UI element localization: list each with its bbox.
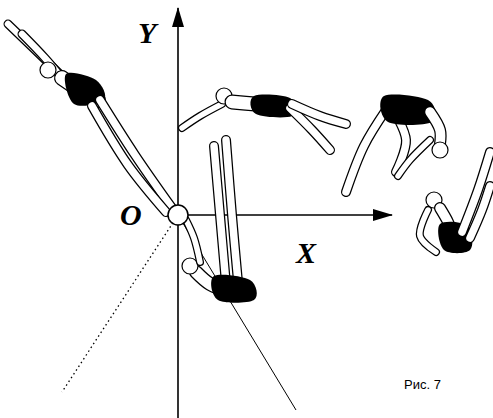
limb [92, 106, 166, 212]
head [432, 142, 448, 158]
limb [470, 186, 490, 238]
limb-outline [398, 140, 430, 176]
limb-outline [470, 186, 490, 238]
origin-circle [168, 205, 188, 225]
limb-outline [22, 34, 62, 78]
limb [398, 140, 430, 176]
axis-label: X [296, 238, 316, 268]
swimsuit [211, 275, 257, 303]
limb-outline [214, 146, 226, 284]
origin-label: O [120, 200, 142, 230]
limb [22, 34, 62, 78]
x-axis [178, 214, 392, 216]
axis-label: Y [138, 18, 156, 48]
limb-outline [92, 106, 166, 212]
limb-outline [186, 220, 200, 262]
limb [214, 146, 226, 284]
figure-caption: Рис. 7 [404, 378, 441, 391]
limb [292, 104, 346, 124]
dotted-trajectory [62, 215, 178, 392]
limb-outline [182, 104, 222, 128]
limb-outline [346, 110, 386, 192]
limb [182, 104, 222, 128]
limb-outline [420, 210, 436, 252]
limb [420, 210, 436, 252]
diver-figures [8, 24, 490, 303]
head [40, 62, 56, 78]
limb [100, 100, 172, 208]
limb [346, 110, 386, 192]
limb [186, 220, 200, 262]
limb-outline [100, 100, 172, 208]
limb-outline [292, 104, 346, 124]
